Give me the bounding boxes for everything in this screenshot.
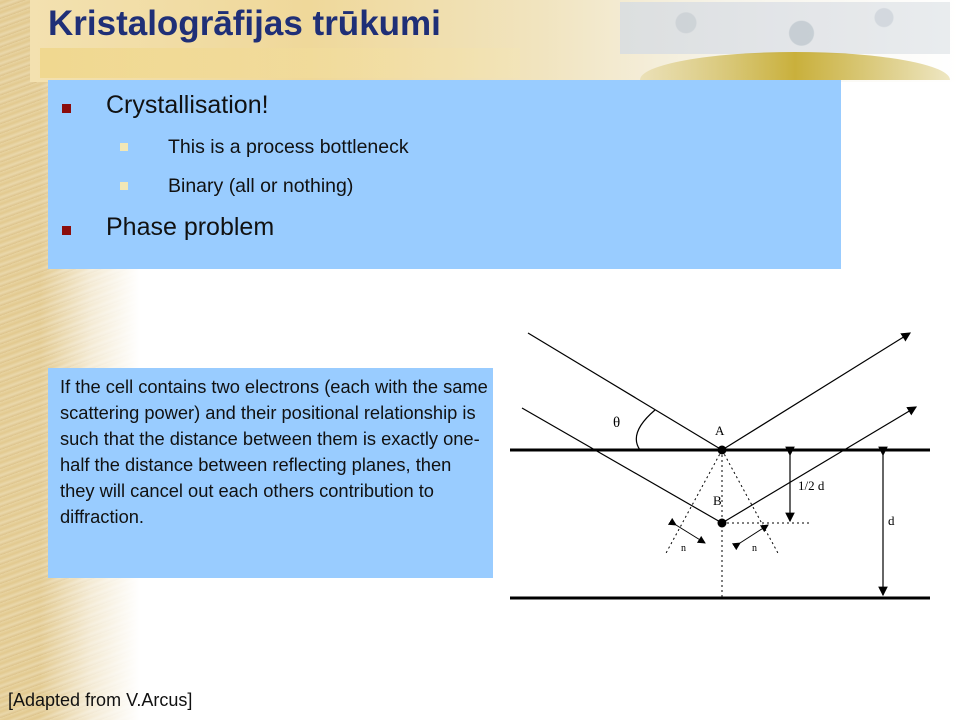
incident-ray-b	[521, 407, 723, 524]
point-b-label: B	[713, 493, 722, 508]
n-arrow-right	[731, 524, 769, 551]
n-right-label: n	[752, 543, 757, 554]
credit-note: [Adapted from V.Arcus]	[8, 690, 193, 710]
explanation-box: If the cell contains two electrons (each…	[48, 368, 493, 578]
theta-arc	[635, 409, 656, 451]
sub-bullet-marker	[120, 143, 128, 151]
n-arrow-left	[667, 517, 706, 544]
reflected-ray-a	[721, 332, 912, 451]
header-banner-strip	[40, 48, 520, 78]
bullet-phase-problem: Phase problem	[106, 213, 275, 241]
point-b	[717, 518, 727, 528]
bullet-marker	[62, 104, 71, 113]
bragg-diffraction-diagram: θ A B 1/2 d d n n	[510, 332, 930, 600]
sub-bullet-bottleneck: This is a process bottleneck	[168, 136, 409, 158]
bullet-crystallisation: Crystallisation!	[106, 91, 269, 119]
page-title: Kristalogrāfijas trūkumi	[48, 4, 441, 43]
perpendicular-right	[721, 449, 780, 556]
bullet-marker	[62, 226, 71, 235]
sub-bullet-marker	[120, 182, 128, 190]
bullet-box: Crystallisation! This is a process bottl…	[48, 80, 841, 269]
point-a	[717, 445, 727, 455]
sub-bullet-binary: Binary (all or nothing)	[168, 175, 354, 197]
n-left-label: n	[681, 543, 686, 554]
point-a-label: A	[715, 423, 725, 438]
incident-ray-a	[527, 332, 723, 451]
explanation-text: If the cell contains two electrons (each…	[60, 376, 488, 527]
d-label: d	[888, 513, 895, 528]
reflected-ray-b	[721, 406, 918, 524]
half-d-label: 1/2 d	[798, 478, 825, 493]
header-banner-pattern	[620, 2, 950, 54]
theta-label: θ	[613, 415, 620, 431]
